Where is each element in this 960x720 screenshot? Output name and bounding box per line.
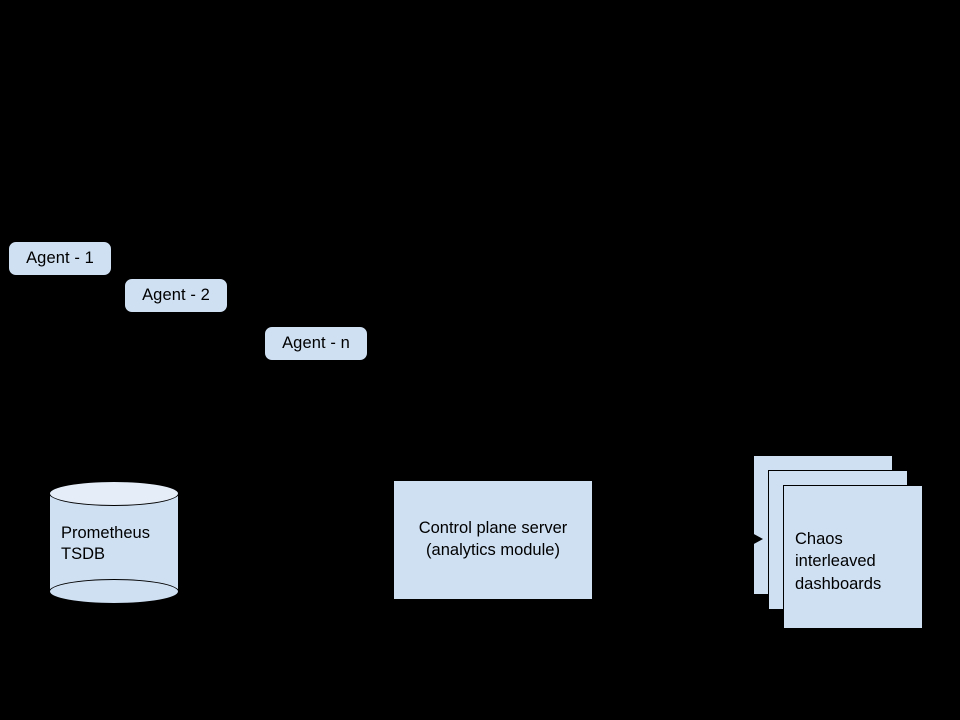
chaos-dashboards-node[interactable]: Chaos interleaved dashboards [783,485,923,629]
control-plane-server-node[interactable]: Control plane server (analytics module) [393,480,593,600]
prometheus-tsdb-label: Prometheus TSDB [61,522,167,566]
cylinder-body [49,493,179,592]
prometheus-tsdb-node[interactable]: Prometheus TSDB [49,481,179,604]
cylinder-bottom-ellipse [49,579,179,604]
prometheus-tsdb-line-1: Prometheus [61,523,150,542]
agent-1-node[interactable]: Agent - 1 [8,241,112,276]
control-plane-server-label: Control plane server (analytics module) [419,518,568,562]
prometheus-tsdb-line-2: TSDB [61,545,106,564]
agent-n-node[interactable]: Agent - n [264,326,368,361]
control-plane-line-2: (analytics module) [426,541,560,559]
cylinder-top-ellipse [49,481,179,506]
connector-control-plane-to-dashboards [593,538,753,539]
agent-2-node[interactable]: Agent - 2 [124,278,228,313]
control-plane-line-1: Control plane server [418,519,568,538]
chaos-dashboards-line-1: Chaos [795,530,843,548]
arrow-head-icon [752,533,763,545]
chaos-dashboards-line-2: interleaved [795,552,876,571]
agent-n-label: Agent - n [282,334,350,353]
agent-1-label: Agent - 1 [26,249,94,268]
chaos-dashboards-label: Chaos interleaved dashboards [795,528,881,595]
chaos-dashboards-line-3: dashboards [795,574,882,593]
agent-2-label: Agent - 2 [142,286,210,305]
